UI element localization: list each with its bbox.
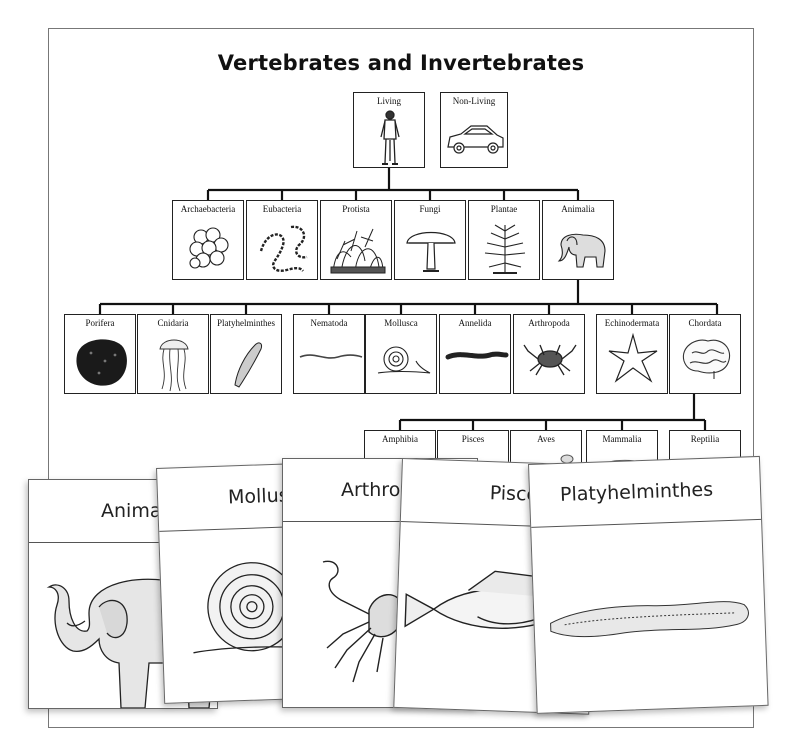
- node-label: Nematoda: [310, 318, 348, 328]
- node-label: Animalia: [561, 204, 595, 214]
- node-label: Non-Living: [452, 96, 496, 106]
- brain-icon: [682, 339, 730, 379]
- card-platyhelminthes[interactable]: Platyhelminthes: [528, 455, 769, 714]
- person-icon: [380, 110, 400, 165]
- crab-icon: [523, 344, 577, 376]
- roundworm-icon: [299, 354, 363, 359]
- node-label: Mammalia: [602, 434, 642, 444]
- flatworm-icon: [234, 342, 262, 388]
- node-protista: Protista: [320, 200, 392, 280]
- node-non-living: Non-Living: [440, 92, 508, 168]
- cell-cluster-icon: [189, 227, 229, 269]
- node-fungi: Fungi: [394, 200, 466, 280]
- starfish-icon: [608, 332, 658, 383]
- node-label: Annelida: [458, 318, 492, 328]
- node-animalia: Animalia: [542, 200, 614, 280]
- node-arthropoda: Arthropoda: [513, 314, 585, 394]
- card-header: Platyhelminthes: [529, 456, 762, 528]
- sponge-icon: [76, 339, 127, 386]
- bacteria-chain-icon: [259, 225, 308, 272]
- node-label: Arthropoda: [528, 318, 570, 328]
- elephant-icon: [557, 233, 606, 268]
- car-icon: [447, 125, 504, 154]
- node-label: Platyhelminthes: [217, 318, 275, 328]
- node-echinodermata: Echinodermata: [596, 314, 668, 394]
- node-annelida: Annelida: [439, 314, 511, 394]
- jellyfish-icon: [159, 339, 189, 392]
- node-label: Archaebacteria: [180, 204, 236, 214]
- node-label: Amphibia: [382, 434, 418, 444]
- fern-icon: [484, 224, 526, 274]
- node-label: Chordata: [688, 318, 722, 328]
- card-title: Platyhelminthes: [559, 478, 714, 506]
- node-label: Cnidaria: [157, 318, 189, 328]
- mushroom-icon: [406, 232, 456, 272]
- node-living: Living: [353, 92, 425, 168]
- chart-title: Vertebrates and Invertebrates: [217, 51, 585, 75]
- node-label: Porifera: [85, 318, 115, 328]
- node-label: Plantae: [490, 204, 518, 214]
- node-label: Pisces: [461, 434, 485, 444]
- node-mollusca: Mollusca: [365, 314, 437, 394]
- node-nematoda: Nematoda: [293, 314, 365, 394]
- node-plantae: Plantae: [468, 200, 540, 280]
- node-label: Aves: [537, 434, 555, 444]
- node-label: Fungi: [419, 204, 441, 214]
- node-label: Eubacteria: [262, 204, 302, 214]
- node-cnidaria: Cnidaria: [137, 314, 209, 394]
- node-porifera: Porifera: [64, 314, 136, 394]
- flatworm-icon: [550, 601, 749, 638]
- protist-icon: [330, 228, 386, 274]
- earthworm-icon: [445, 351, 509, 360]
- node-label: Mollusca: [384, 318, 418, 328]
- node-platyhelminthes: Platyhelminthes: [210, 314, 282, 394]
- node-eubacteria: Eubacteria: [246, 200, 318, 280]
- node-label: Living: [377, 96, 401, 106]
- node-label: Echinodermata: [604, 318, 660, 328]
- node-label: Protista: [342, 204, 370, 214]
- node-archaebacteria: Archaebacteria: [172, 200, 244, 280]
- snail-icon: [377, 346, 431, 374]
- node-chordata: Chordata: [669, 314, 741, 394]
- crab-icon: [322, 560, 419, 683]
- node-label: Reptilia: [690, 434, 720, 444]
